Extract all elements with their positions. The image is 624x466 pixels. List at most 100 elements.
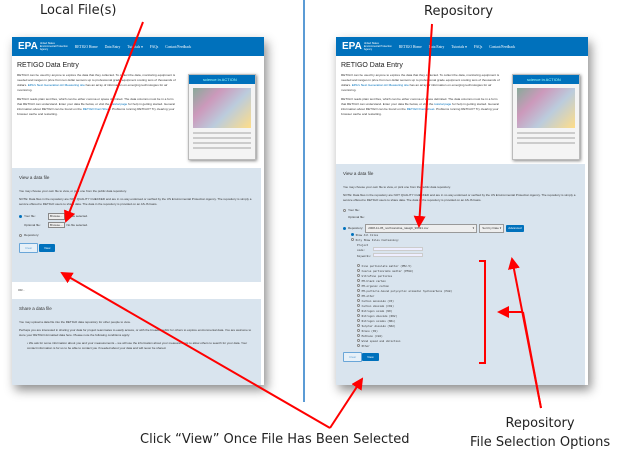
pollutant-option[interactable]: Ozone (O3) [357, 328, 578, 334]
pollutant-option[interactable]: Coarse particulate matter (PM10) [357, 268, 578, 274]
pollutant-option[interactable]: Other [357, 343, 578, 349]
nav-faqs[interactable]: FAQs [473, 44, 483, 49]
next-gen-link[interactable]: EPA's Next Generation Air Measuring site [351, 83, 409, 87]
view-intro: You may choose your own file to view, or… [19, 188, 127, 193]
share-p2: Perhaps you are interested in sharing yo… [19, 328, 252, 337]
repo-options-line1: Repository [505, 416, 575, 431]
pollutant-option[interactable]: Sulphur dioxide (SO2) [357, 323, 578, 329]
advanced-button[interactable]: Advanced [506, 225, 524, 232]
pollutant-option[interactable]: PM-other [357, 293, 578, 299]
nav-home[interactable]: RETIGO Home [74, 44, 98, 49]
fact-sheet-link[interactable]: RETIGO Fact Sheet [82, 107, 111, 111]
share-bullet: • We ask for some information about you … [27, 341, 248, 350]
pollutant-checkbox[interactable] [357, 298, 360, 302]
your-file-radio[interactable] [19, 214, 22, 218]
keywords-input[interactable] [373, 252, 423, 257]
pollutant-checkbox[interactable] [357, 263, 360, 267]
view-data-file-section: View a data file You may choose your own… [336, 164, 585, 385]
sort-select[interactable]: Sort by Date ▾ [479, 224, 505, 233]
optional-no-file-text: No file selected. [66, 222, 88, 227]
nav-home[interactable]: RETIGO Home [398, 44, 422, 49]
pollutant-option[interactable]: PM-particle-bound polycyclic aromatic hy… [357, 288, 578, 294]
pollutant-checkbox[interactable] [357, 338, 360, 342]
pollutant-checkbox[interactable] [357, 288, 360, 292]
nav-tutorials[interactable]: Tutorials ▾ [451, 44, 467, 49]
pollutant-option[interactable]: PM-organic carbon [357, 283, 578, 289]
optional-browse-button[interactable]: Browse... [48, 221, 65, 228]
science-in-action-image[interactable]: science in ACTION [188, 74, 256, 160]
repo-options-line2: File Selection Options [470, 435, 611, 450]
pollutant-checkbox[interactable] [357, 318, 360, 322]
intro-text: RETIGO can be used by anyone to explore … [17, 73, 176, 116]
clear-button[interactable]: Clear [343, 351, 363, 362]
view-intro: You may choose your own file to view, or… [343, 184, 451, 189]
pollutant-option[interactable]: Methane (CH4) [357, 333, 578, 339]
repository-radio[interactable] [343, 226, 346, 230]
share-p1: You may upload a data file into the RETI… [19, 319, 131, 324]
your-file-label: Your file: [24, 214, 36, 218]
or-text: OR... [18, 288, 26, 292]
pollutant-option[interactable]: Carbon dioxide (CO2) [357, 303, 578, 309]
options-bracket [479, 260, 486, 364]
pollutant-checkbox[interactable] [357, 283, 360, 287]
tutorial-link[interactable]: tutorial page [434, 102, 452, 106]
repository-radio[interactable] [19, 233, 22, 237]
tutorial-link[interactable]: tutorial page [110, 102, 128, 106]
share-heading: Share a data file [19, 306, 52, 311]
pollutant-checkbox[interactable] [357, 328, 360, 332]
click-view-arrow-right [329, 377, 364, 429]
pollutant-list: Fine particulate matter (PM2.5) Coarse p… [357, 263, 578, 349]
pollutant-option[interactable]: PM-black carbon [357, 278, 578, 284]
science-in-action-image[interactable]: science in ACTION [512, 74, 580, 160]
pollutant-option[interactable]: Nitrogen oxides (NOx) [357, 318, 578, 324]
nav-faqs[interactable]: FAQs [149, 44, 159, 49]
clear-button[interactable]: Clear [19, 242, 39, 253]
pollutant-checkbox[interactable] [357, 313, 360, 317]
pollutant-checkbox[interactable] [357, 303, 360, 307]
repository-radio-label: Repository: [348, 226, 364, 230]
pollutant-option[interactable]: Nitrogen oxide (NO) [357, 308, 578, 314]
view-note: NOTE: Data files in the repository are N… [343, 193, 576, 202]
options-arrow-sort [508, 257, 542, 409]
divider [303, 0, 305, 402]
your-file-radio[interactable] [343, 208, 346, 212]
view-data-file-section: View a data file You may choose your own… [12, 168, 261, 282]
repository-radio-label: Repository: [24, 233, 40, 237]
pollutant-option[interactable]: Ultrafine particles [357, 273, 578, 279]
pollutant-checkbox[interactable] [357, 268, 360, 272]
pollutant-option[interactable]: Carbon monoxide (CO) [357, 298, 578, 304]
nav-contact[interactable]: Contact/Feedback [489, 44, 516, 49]
pollutant-checkbox[interactable] [357, 333, 360, 337]
fact-sheet-link[interactable]: RETIGO Fact Sheet [406, 107, 435, 111]
local-file-arrow [64, 21, 144, 223]
optional-file-label: Optional file: [24, 222, 41, 227]
page-title: RETIGO Data Entry [17, 62, 79, 69]
nav-data-entry[interactable]: Data Entry [104, 44, 121, 49]
view-heading: View a data file [19, 175, 50, 180]
only-show-radio[interactable] [351, 237, 354, 241]
show-all-radio[interactable] [351, 232, 354, 236]
pollutant-checkbox[interactable] [357, 343, 360, 347]
pollutant-option[interactable]: Fine particulate matter (PM2.5) [357, 263, 578, 269]
pollutant-option[interactable]: Nitrogen dioxide (NO2) [357, 313, 578, 319]
pollutant-option[interactable]: Wind speed and direction [357, 338, 578, 344]
nav-data-entry[interactable]: Data Entry [428, 44, 445, 49]
pollutant-checkbox[interactable] [357, 273, 360, 277]
next-gen-link[interactable]: EPA's Next Generation Air Measuring site [27, 83, 85, 87]
view-button[interactable]: View [362, 352, 379, 361]
page-title: RETIGO Data Entry [341, 62, 403, 69]
pollutant-checkbox[interactable] [357, 323, 360, 327]
view-button[interactable]: View [39, 243, 56, 252]
nav-tutorials[interactable]: Tutorials ▾ [127, 44, 143, 49]
pollutant-checkbox[interactable] [357, 278, 360, 282]
pollutant-checkbox[interactable] [357, 293, 360, 297]
pollutant-checkbox[interactable] [357, 308, 360, 312]
project-code-input[interactable] [373, 246, 423, 251]
nav-contact[interactable]: Contact/Feedback [165, 44, 192, 49]
